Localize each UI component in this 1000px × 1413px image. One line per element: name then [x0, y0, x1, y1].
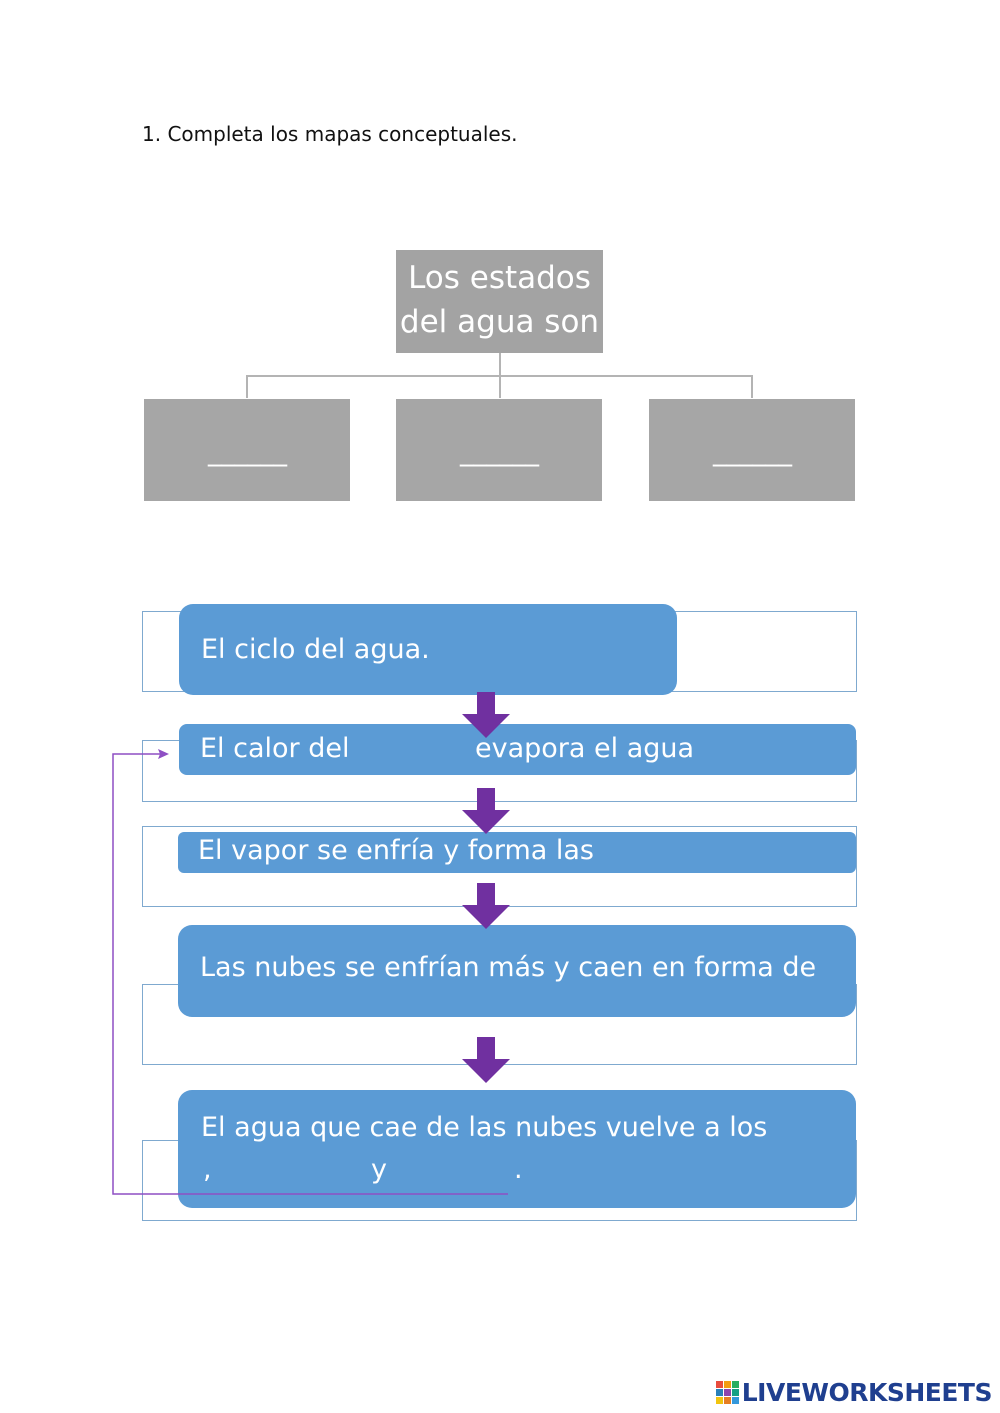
state-blank-3-line: ______ [713, 433, 792, 467]
state-blank-3[interactable]: ______ [649, 399, 855, 501]
step-5-text: El agua que cae de las nubes vuelve a lo… [201, 1112, 768, 1143]
down-arrow-icon [462, 1037, 510, 1083]
liveworksheets-logo-icon [715, 1380, 739, 1404]
step-5-comma: , [203, 1154, 212, 1185]
step-4-text: Las nubes se enfrían más y caen en forma… [200, 952, 817, 983]
root-line-1: Los estados [408, 260, 591, 296]
state-blank-2[interactable]: ______ [396, 399, 602, 501]
step-5-period: . [514, 1154, 523, 1185]
step-5-and: y [371, 1154, 387, 1185]
step-4-box: Las nubes se enfrían más y caen en forma… [178, 925, 856, 1017]
root-concept-box: Los estados del agua son [396, 250, 603, 353]
down-arrow-icon [462, 883, 510, 929]
connector-horizontal [246, 375, 753, 377]
brand-logo: LIVEWORKSHEETS [715, 1378, 993, 1407]
step-3-box: El vapor se enfría y forma las [178, 832, 856, 873]
step-2-text-end: evapora el agua [475, 733, 695, 764]
step-5-box: El agua que cae de las nubes vuelve a lo… [178, 1090, 856, 1208]
root-line-2: del agua son [399, 304, 600, 340]
down-arrow-icon [462, 788, 510, 834]
brand-name: LIVEWORKSHEETS [741, 1378, 993, 1407]
down-arrow-icon [462, 692, 510, 738]
step-2-box: El calor del evapora el agua [179, 724, 856, 775]
step-3-text: El vapor se enfría y forma las [198, 835, 594, 866]
state-blank-1[interactable]: ______ [144, 399, 350, 501]
step-1-text: El ciclo del agua. [201, 634, 430, 665]
state-blank-1-line: ______ [208, 433, 287, 467]
connector-left [246, 375, 248, 398]
connector-right [751, 375, 753, 398]
step-2-text-start: El calor del [200, 733, 350, 764]
step-1-box: El ciclo del agua. [179, 604, 677, 695]
state-blank-2-line: ______ [460, 433, 539, 467]
instruction-text: 1. Completa los mapas conceptuales. [142, 122, 518, 146]
